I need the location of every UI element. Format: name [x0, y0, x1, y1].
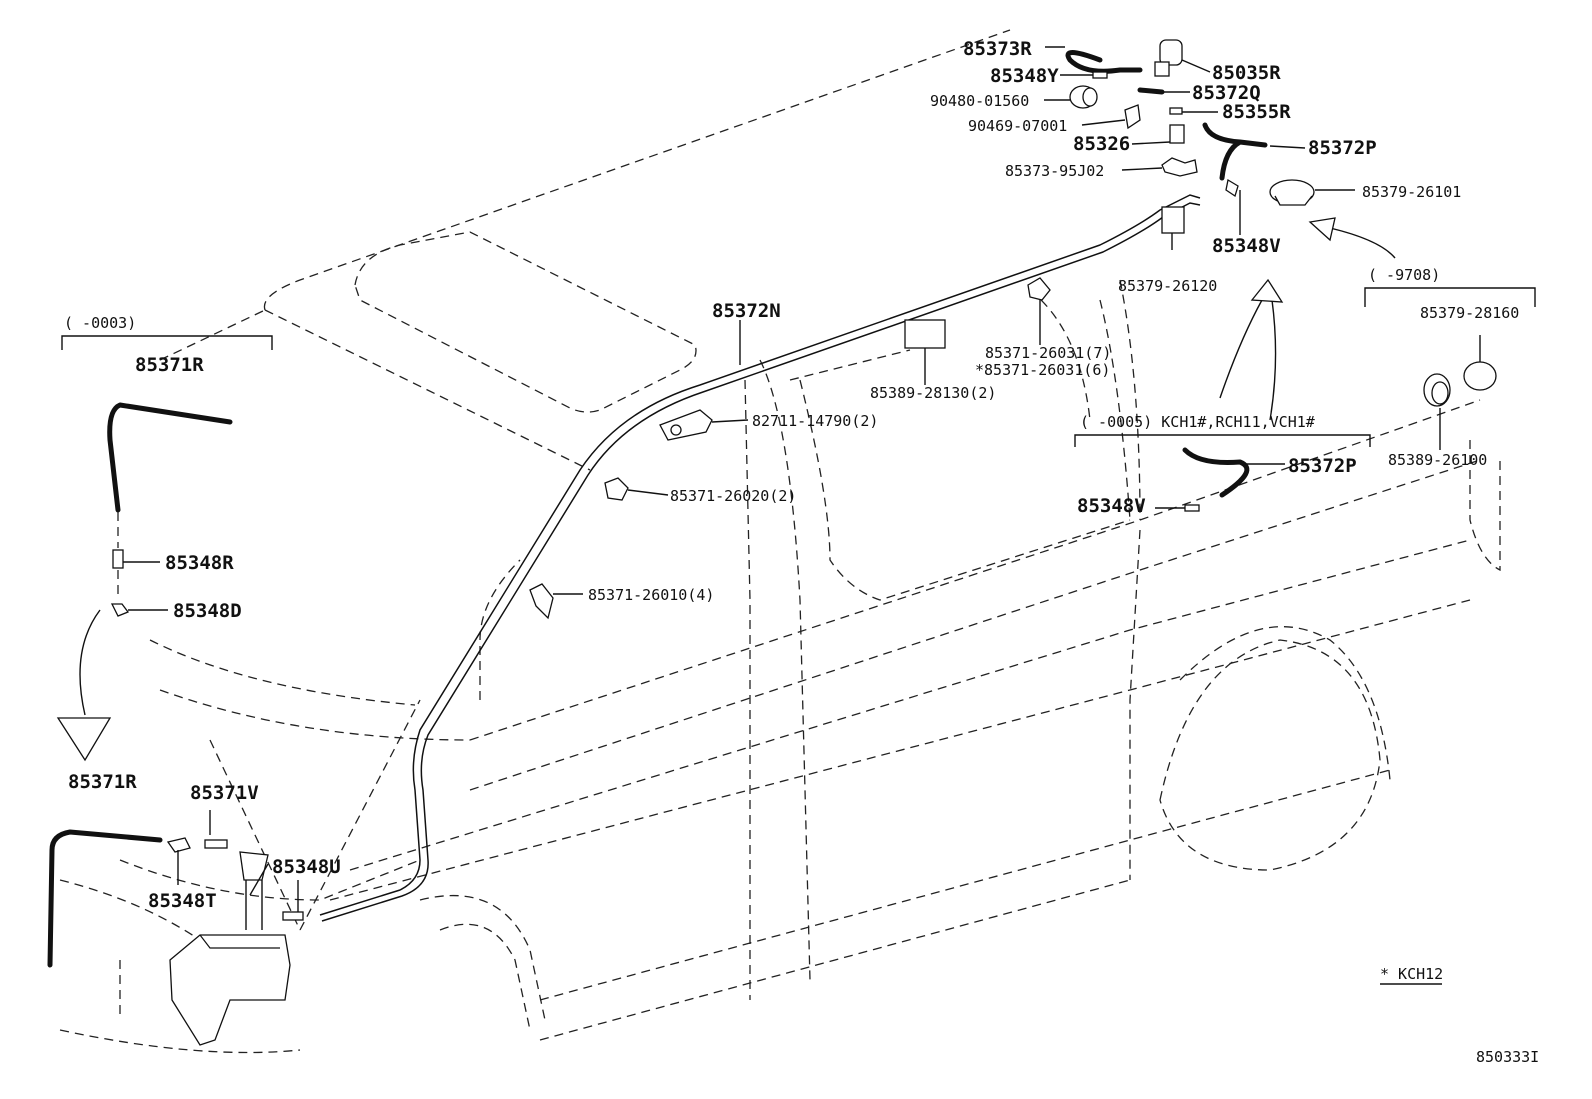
label-85371-26031-6: *85371-26031(6): [975, 361, 1110, 379]
label-82711-14790: 82711-14790(2): [752, 412, 878, 430]
label-90469-07001: 90469-07001: [968, 117, 1067, 135]
label-bracket-0003: ( -0003): [64, 314, 136, 332]
label-85348D: 85348D: [173, 600, 242, 622]
label-85348V-top: 85348V: [1212, 235, 1281, 257]
label-85371-26020: 85371-26020(2): [670, 487, 796, 505]
label-85035R: 85035R: [1212, 62, 1281, 84]
label-85379-26120: 85379-26120: [1118, 277, 1217, 295]
label-85348U: 85348U: [272, 856, 341, 878]
label-85355R: 85355R: [1222, 101, 1291, 123]
label-85372P-top: 85372P: [1308, 137, 1377, 159]
label-85326: 85326: [1073, 133, 1130, 155]
label-90480-01560: 90480-01560: [930, 92, 1029, 110]
diagram-id: 850333I: [1476, 1048, 1539, 1066]
label-85371R-bottom: 85371R: [68, 771, 137, 793]
label-85372N: 85372N: [712, 300, 781, 322]
label-85371V: 85371V: [190, 782, 259, 804]
label-85371R-top: 85371R: [135, 354, 204, 376]
roof-nozzle-parts: [1044, 39, 1396, 421]
part-labels: 85373R 85348Y 85035R 90480-01560 85372Q …: [64, 38, 1539, 1066]
label-85348Y: 85348Y: [990, 65, 1059, 87]
label-85372Q: 85372Q: [1192, 82, 1261, 104]
label-85371-26031-7: 85371-26031(7): [985, 344, 1111, 362]
vehicle-outline: [59, 29, 1501, 1054]
label-bracket-9708: ( -9708): [1368, 266, 1440, 284]
label-bracket-0005: ( -0005) KCH1#,RCH11,VCH1#: [1080, 413, 1315, 431]
left-hose-assembly: [47, 402, 304, 1046]
brackets: [61, 287, 1536, 985]
label-85373R: 85373R: [963, 38, 1032, 60]
label-85348R: 85348R: [165, 552, 234, 574]
washer-hose-route: [319, 194, 1201, 922]
label-85389-28130: 85389-28130(2): [870, 384, 996, 402]
label-85373-95J02: 85373-95J02: [1005, 162, 1104, 180]
label-85372P-mid: 85372P: [1288, 455, 1357, 477]
clips-and-pads: [529, 277, 1497, 620]
label-85379-28160: 85379-28160: [1420, 304, 1519, 322]
footnote-kch12: * KCH12: [1380, 965, 1443, 983]
label-85389-26100: 85389-26100: [1388, 451, 1487, 469]
label-85371-26010: 85371-26010(4): [588, 586, 714, 604]
label-85379-26101: 85379-26101: [1362, 183, 1461, 201]
label-85348T: 85348T: [148, 890, 217, 912]
label-85348V-mid: 85348V: [1077, 495, 1146, 517]
